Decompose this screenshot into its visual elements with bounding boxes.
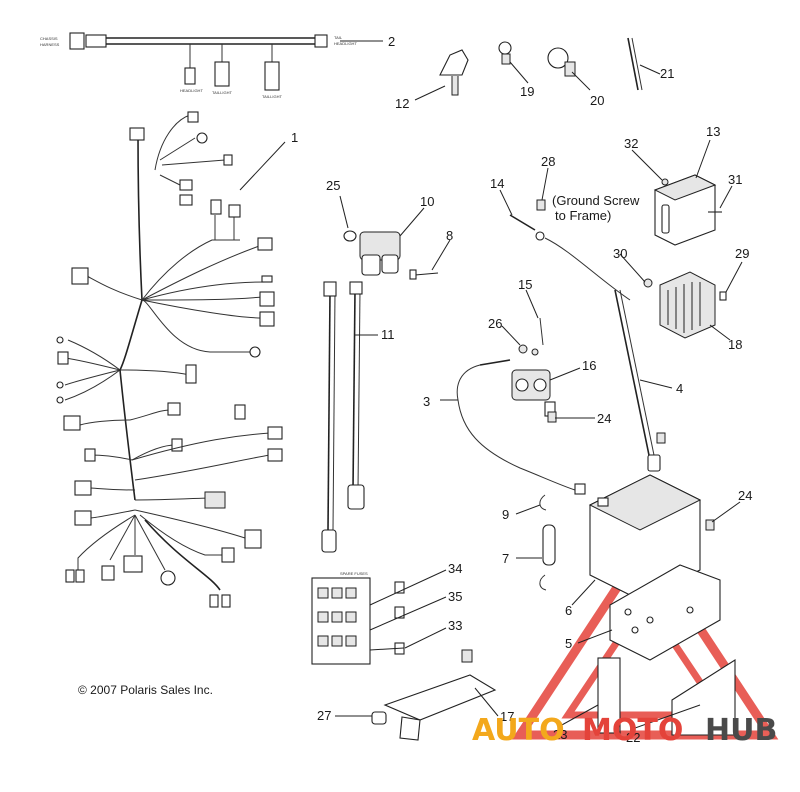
callout-15: 15 (518, 277, 532, 292)
item-16-starter-solenoid (511, 317, 557, 423)
item-12-clip (439, 49, 469, 96)
callout-8: 8 (446, 228, 453, 243)
svg-text:HEADLIGHT: HEADLIGHT (180, 88, 203, 93)
callout-10: 10 (420, 194, 434, 209)
callout-19: 19 (520, 84, 534, 99)
watermark-auto: AUTO (472, 713, 565, 748)
callout-9: 9 (502, 507, 509, 522)
item-7-9-strap-hooks (539, 494, 556, 591)
callout-25: 25 (326, 178, 340, 193)
item-35-fuse (394, 606, 405, 619)
item-27-push-rivet (371, 711, 387, 725)
item-32-nut (661, 178, 669, 186)
item-30-nut (643, 278, 653, 288)
ground-note-line1: (Ground Screw (552, 193, 640, 208)
callout-24-upper: 24 (597, 411, 611, 426)
item-15-lead (539, 317, 544, 346)
callout-24-lower: 24 (738, 488, 752, 503)
item-10-ignition-coil (343, 230, 439, 280)
watermark-hub: HUB (705, 713, 777, 748)
item-17-fuse-bracket (383, 649, 497, 741)
callout-16: 16 (582, 358, 596, 373)
callout-23: 23 (553, 727, 567, 742)
callout-1: 1 (291, 130, 298, 145)
callout-26: 26 (488, 316, 502, 331)
svg-text:HEADLIGHT: HEADLIGHT (334, 41, 357, 46)
leader-lines (239, 40, 743, 729)
item-8-bolt (414, 272, 439, 276)
item-2-harness: CHASSIS HARNESS TAIL HEADLIGHT HEADLIGHT… (40, 32, 357, 99)
callout-7: 7 (502, 551, 509, 566)
callout-29: 29 (735, 246, 749, 261)
fuse-box-label: SPARE FUSES (340, 571, 368, 576)
watermark-triangle-outer (511, 536, 779, 740)
item-4-battery-cable (614, 289, 666, 472)
callout-17: 17 (500, 709, 514, 724)
svg-text:TAILLIGHT: TAILLIGHT (262, 94, 282, 99)
callout-5: 5 (565, 636, 572, 651)
svg-text:TAILLIGHT: TAILLIGHT (212, 90, 232, 95)
callout-numbers: 1 2 3 4 5 6 7 8 9 10 11 12 13 14 15 16 1… (291, 34, 752, 745)
svg-text:CHASSIS: CHASSIS (40, 36, 58, 41)
callout-33: 33 (448, 618, 462, 633)
item-11-spark-leads (321, 281, 365, 553)
callout-27: 27 (317, 708, 331, 723)
item-26-nut (518, 344, 528, 354)
callout-31: 31 (728, 172, 742, 187)
svg-text:TAIL: TAIL (334, 35, 343, 40)
callout-3: 3 (423, 394, 430, 409)
item-3-cable (456, 359, 576, 491)
connector-shape (69, 32, 85, 50)
fuse-box: SPARE FUSES (311, 571, 371, 665)
item-20-clamp (547, 47, 576, 77)
callout-11: 11 (381, 327, 395, 342)
item-5-battery-bracket (609, 519, 721, 661)
watermark-text: AUTO MOTO HUB (472, 713, 777, 748)
item-13-module (653, 174, 722, 246)
callout-6: 6 (565, 603, 572, 618)
callout-34: 34 (448, 561, 462, 576)
callout-21: 21 (660, 66, 674, 81)
item-28-screw (536, 199, 546, 211)
callout-28: 28 (541, 154, 555, 169)
item-1-main-harness (56, 111, 283, 608)
callout-30: 30 (613, 246, 627, 261)
callout-2: 2 (388, 34, 395, 49)
callout-14: 14 (490, 176, 504, 191)
callout-4: 4 (676, 381, 683, 396)
item-24-screw-lower (705, 519, 715, 531)
item-19-clamp (498, 41, 512, 65)
callout-13: 13 (706, 124, 720, 139)
ground-note-line2: to Frame) (555, 208, 611, 223)
item-18-regulator (643, 271, 727, 339)
callout-18: 18 (728, 337, 742, 352)
callout-32: 32 (624, 136, 638, 151)
item-34-fuse (394, 581, 405, 594)
copyright-text: © 2007 Polaris Sales Inc. (78, 683, 213, 697)
callout-35: 35 (448, 589, 462, 604)
items-22-23-brackets (597, 657, 736, 736)
connector-shape (85, 34, 107, 48)
item-29-bolt (719, 291, 727, 301)
callout-12: 12 (395, 96, 409, 111)
item-21-cable-tie (627, 37, 643, 91)
item-24-screw-upper (547, 411, 557, 423)
item-25-cap (343, 230, 357, 242)
callout-20: 20 (590, 93, 604, 108)
svg-text:HARNESS: HARNESS (40, 42, 60, 47)
callout-22: 22 (626, 730, 640, 745)
watermark-moto: MOTO (582, 713, 683, 748)
